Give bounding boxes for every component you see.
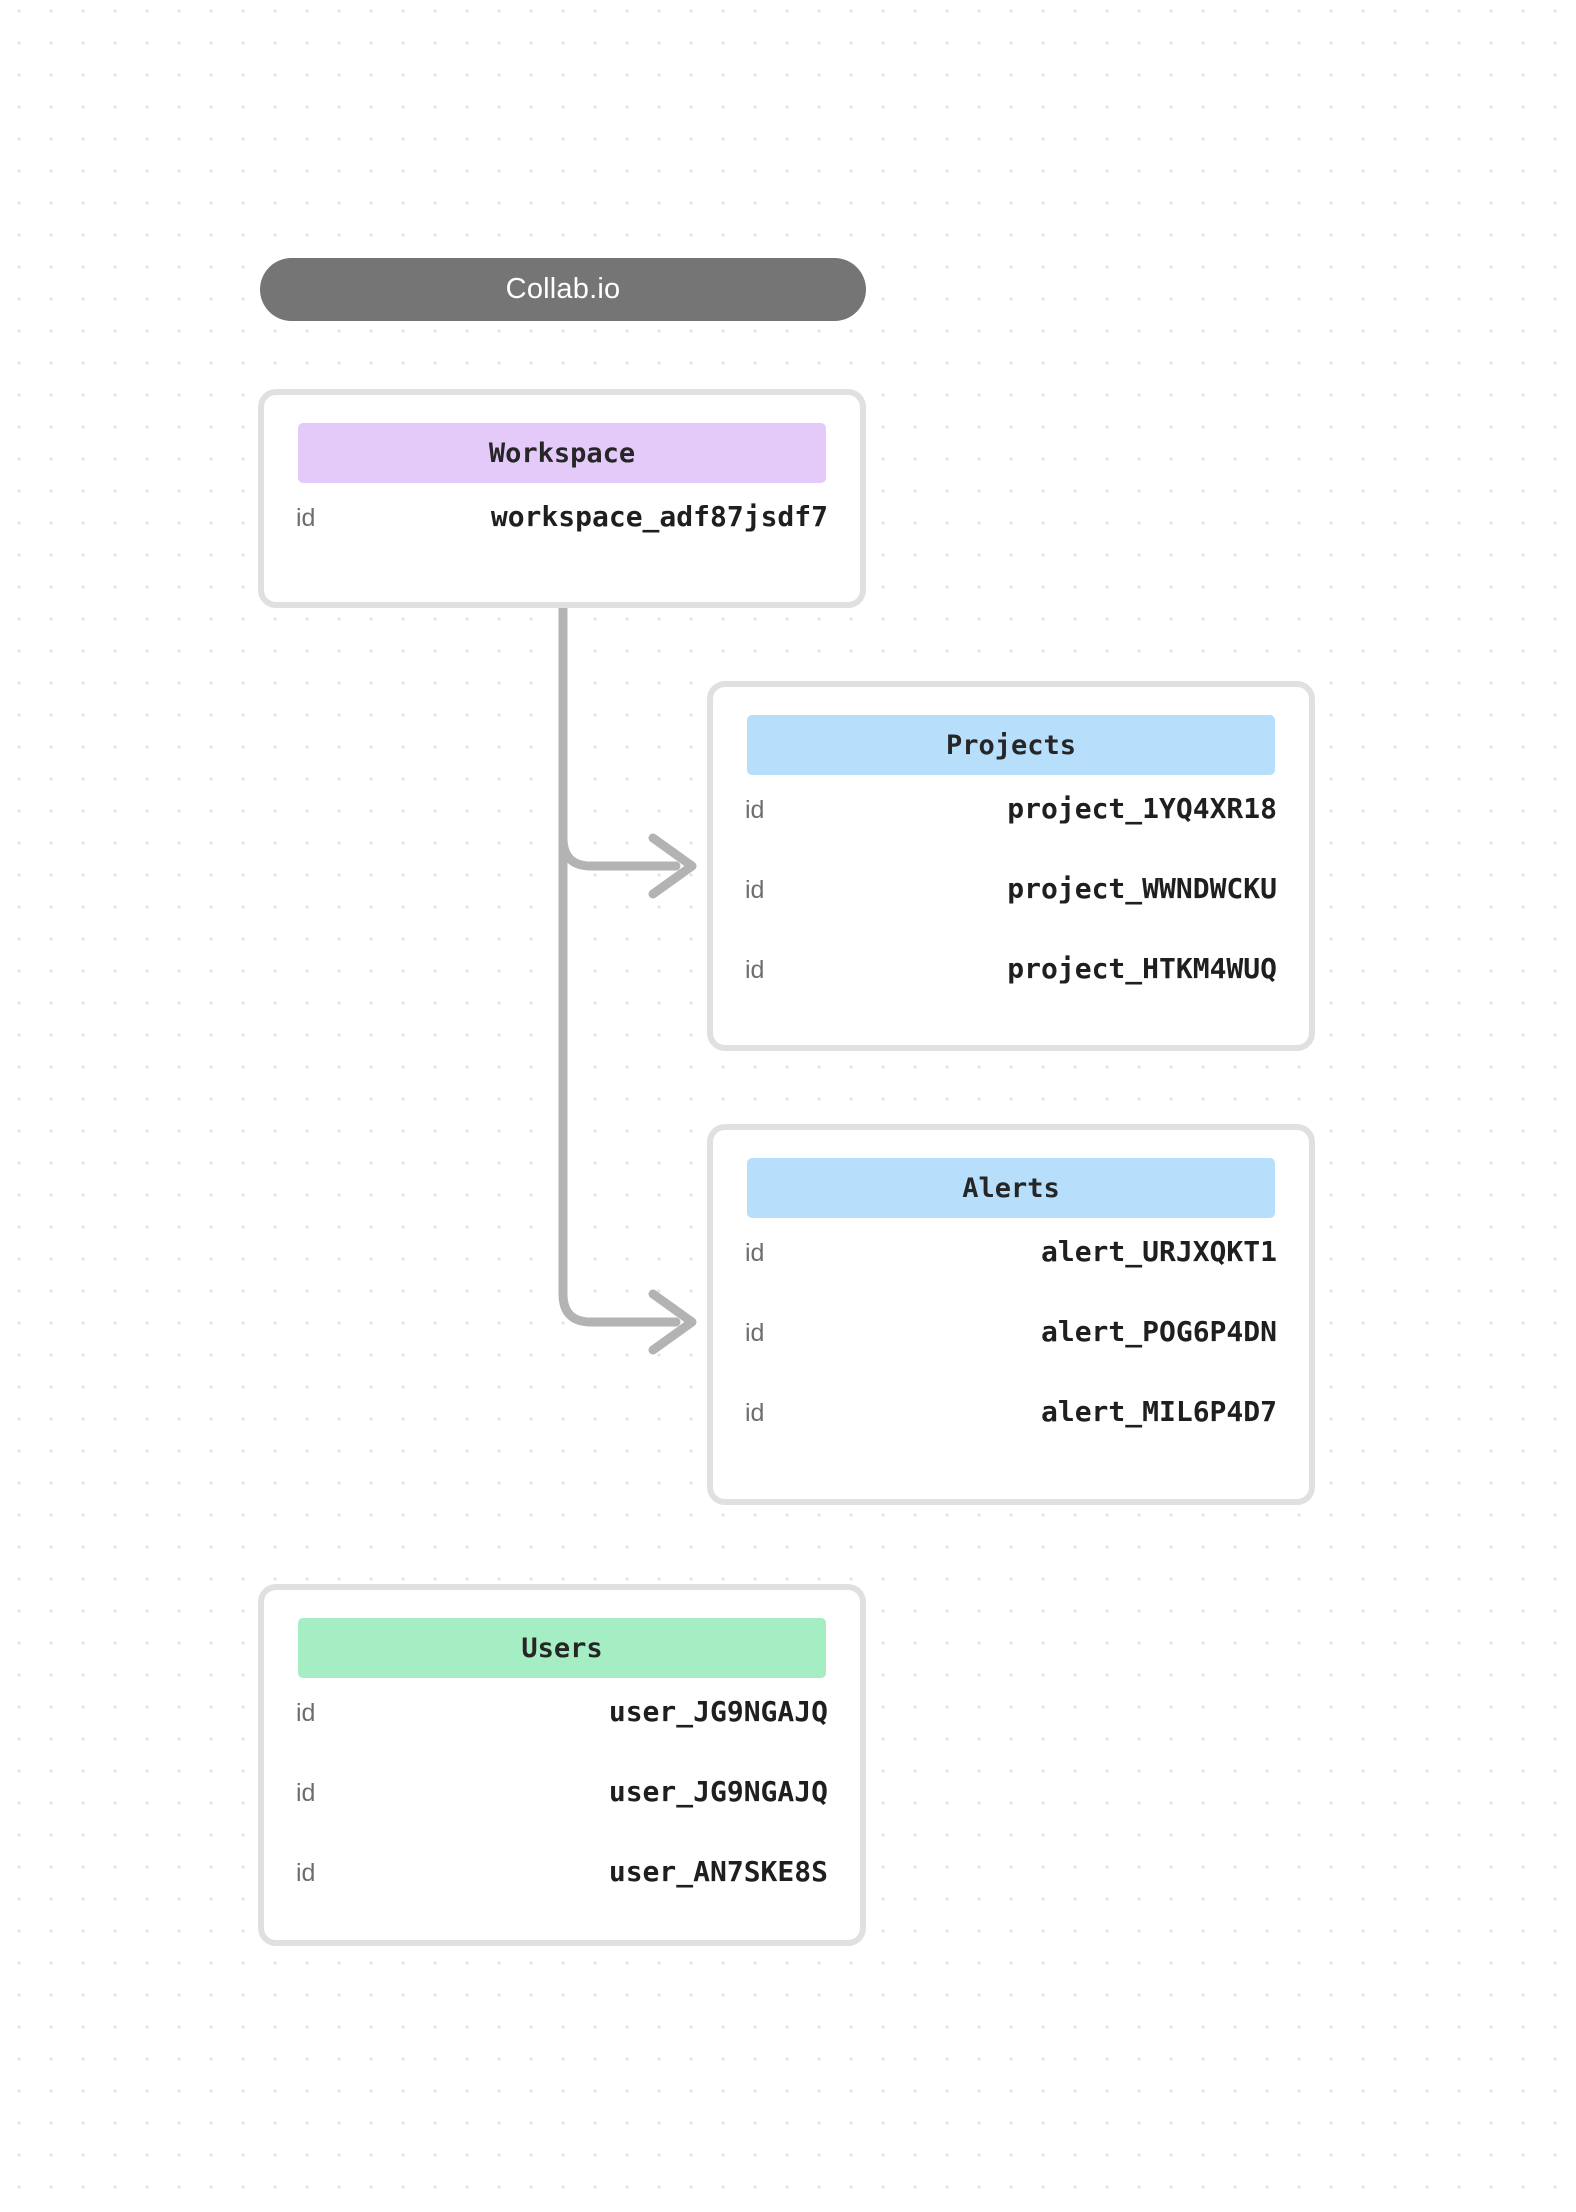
row-key: id [296,1699,316,1727]
entity-card-workspace[interactable]: Workspace id workspace_adf87jsdf7 [258,389,866,608]
entity-header-projects: Projects [747,715,1275,775]
row-value: alert_MIL6P4D7 [1040,1395,1277,1428]
table-row[interactable]: id project_HTKM4WUQ [745,955,1277,1035]
table-row[interactable]: id user_JG9NGAJQ [296,1778,828,1858]
table-row[interactable]: id alert_URJXQKT1 [745,1238,1277,1318]
entity-title-projects: Projects [945,729,1077,761]
connector-workspace-to-projects [558,605,681,871]
row-key: id [296,504,316,532]
entity-rows-alerts: id alert_URJXQKT1 id alert_POG6P4DN id a… [745,1238,1277,1478]
row-value: project_WWNDWCKU [1007,872,1277,905]
table-row[interactable]: id alert_MIL6P4D7 [745,1398,1277,1478]
entity-title-alerts: Alerts [962,1172,1060,1204]
table-row[interactable]: id workspace_adf87jsdf7 [296,503,828,583]
row-value: project_HTKM4WUQ [1007,952,1277,985]
row-value: project_1YQ4XR18 [1007,792,1277,825]
table-row[interactable]: id user_JG9NGAJQ [296,1698,828,1778]
row-key: id [745,956,765,984]
row-key: id [296,1779,316,1807]
table-row[interactable]: id alert_POG6P4DN [745,1318,1277,1398]
entity-card-projects[interactable]: Projects id project_1YQ4XR18 id project_… [707,681,1315,1051]
row-key: id [745,1239,765,1267]
entity-card-users[interactable]: Users id user_JG9NGAJQ id user_JG9NGAJQ … [258,1584,866,1946]
row-key: id [745,1319,765,1347]
row-value: user_AN7SKE8S [608,1855,828,1888]
connector-workspace-to-alerts [558,605,681,1327]
diagram-title-pill: Collab.io [260,258,866,321]
arrowhead-alerts [648,1289,697,1355]
arrowhead-projects [648,833,697,899]
row-value: user_JG9NGAJQ [608,1695,828,1728]
row-key: id [296,1859,316,1887]
entity-header-workspace: Workspace [298,423,826,483]
entity-header-alerts: Alerts [747,1158,1275,1218]
page-title: Collab.io [505,273,621,305]
entity-rows-users: id user_JG9NGAJQ id user_JG9NGAJQ id use… [296,1698,828,1938]
row-value: workspace_adf87jsdf7 [490,500,828,533]
row-key: id [745,1399,765,1427]
row-key: id [745,796,765,824]
row-value: user_JG9NGAJQ [608,1775,828,1808]
table-row[interactable]: id project_1YQ4XR18 [745,795,1277,875]
row-value: alert_URJXQKT1 [1040,1235,1277,1268]
row-key: id [745,876,765,904]
table-row[interactable]: id user_AN7SKE8S [296,1858,828,1938]
entity-rows-workspace: id workspace_adf87jsdf7 [296,503,828,583]
entity-title-workspace: Workspace [488,437,636,469]
table-row[interactable]: id project_WWNDWCKU [745,875,1277,955]
row-value: alert_POG6P4DN [1040,1315,1277,1348]
entity-card-alerts[interactable]: Alerts id alert_URJXQKT1 id alert_POG6P4… [707,1124,1315,1505]
entity-rows-projects: id project_1YQ4XR18 id project_WWNDWCKU … [745,795,1277,1035]
entity-header-users: Users [298,1618,826,1678]
entity-title-users: Users [521,1632,603,1664]
